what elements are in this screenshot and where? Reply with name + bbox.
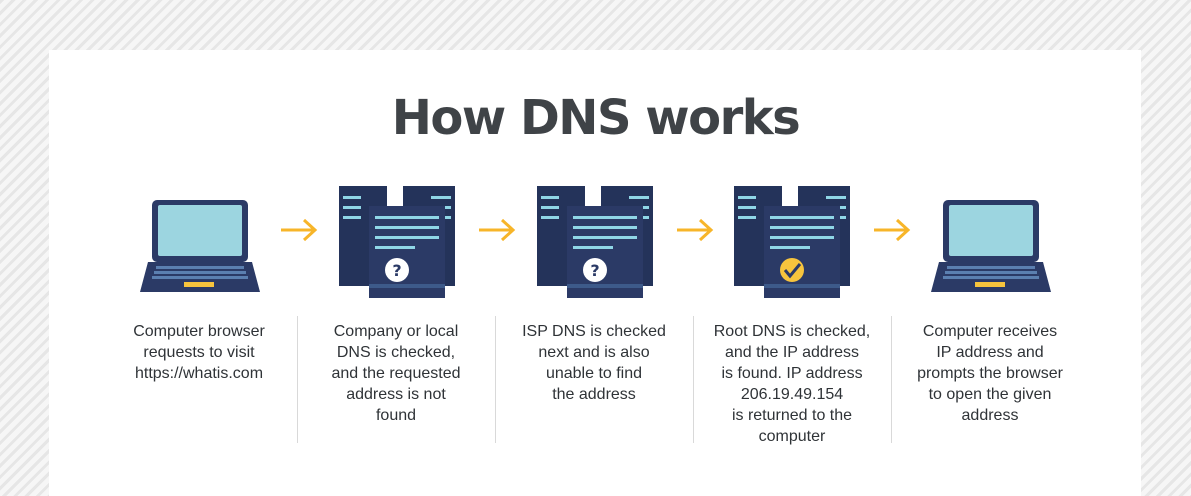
step-4-caption: Root DNS is checked, and the IP address …	[713, 323, 871, 445]
column-divider	[495, 316, 496, 443]
step-2-caption: Company or local DNS is checked, and the…	[331, 323, 461, 424]
column-divider	[891, 316, 892, 443]
step-5-caption: Computer receives IP address and prompts…	[917, 323, 1063, 424]
laptop-icon	[140, 200, 260, 292]
arrow-right-icon	[874, 218, 911, 242]
svg-text:?: ?	[590, 261, 599, 280]
diagram-title: How DNS works	[391, 90, 801, 146]
arrow-right-icon	[281, 218, 318, 242]
step-1-caption: Computer browser requests to visit https…	[133, 323, 265, 382]
arrow-right-icon	[677, 218, 714, 242]
column-divider	[693, 316, 694, 443]
laptop-icon	[931, 200, 1051, 292]
dns-server-icon	[734, 186, 850, 298]
svg-text:?: ?	[392, 261, 401, 280]
arrow-right-icon	[479, 218, 516, 242]
dns-server-icon: ?	[339, 186, 455, 298]
dns-server-icon: ?	[537, 186, 653, 298]
column-divider	[297, 316, 298, 443]
step-3-caption: ISP DNS is checked next and is also unab…	[522, 323, 666, 403]
